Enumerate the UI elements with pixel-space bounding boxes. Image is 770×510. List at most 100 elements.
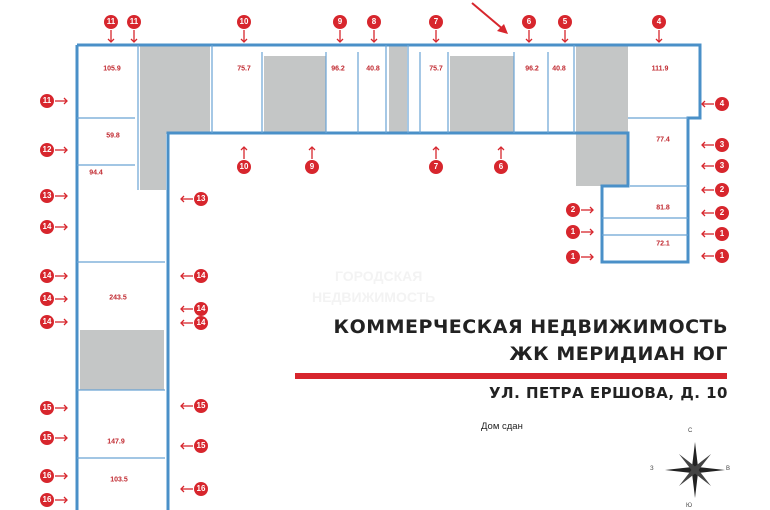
entrance-marker[interactable]: 14 — [194, 316, 208, 330]
entrance-marker[interactable]: 4 — [652, 15, 666, 29]
arrow-head-icon — [63, 146, 68, 154]
entrance-marker[interactable]: 9 — [333, 15, 347, 29]
arrow-head-icon — [525, 38, 533, 43]
compass-west: З — [650, 466, 654, 472]
arrow-head-icon — [107, 38, 115, 43]
entrance-marker[interactable]: 1 — [715, 249, 729, 263]
arrow-head-icon — [589, 253, 594, 261]
entrance-marker[interactable]: 8 — [367, 15, 381, 29]
arrow-head-icon — [180, 319, 185, 327]
arrow-head-icon — [180, 485, 185, 493]
compass-north: С — [688, 428, 693, 434]
entrance-marker[interactable]: 2 — [715, 183, 729, 197]
unit-area-label: 111.9 — [651, 65, 669, 73]
arrow-head-icon — [701, 162, 706, 170]
arrow-head-icon — [63, 318, 68, 326]
entrance-marker[interactable]: 2 — [715, 206, 729, 220]
arrow-head-icon — [589, 228, 594, 236]
unit-area-label: 77.4 — [656, 136, 670, 144]
arrow-head-icon — [63, 295, 68, 303]
entrance-marker[interactable]: 1 — [566, 225, 580, 239]
arrow-head-icon — [63, 404, 68, 412]
arrow-head-icon — [240, 146, 248, 151]
arrow-head-icon — [701, 252, 706, 260]
entrance-marker[interactable]: 14 — [40, 220, 54, 234]
status-text: Дом сдан — [481, 421, 523, 432]
entrance-marker[interactable]: 16 — [40, 493, 54, 507]
arrow-head-icon — [63, 434, 68, 442]
arrow-head-icon — [180, 442, 185, 450]
entrance-marker[interactable]: 10 — [237, 160, 251, 174]
entrance-marker[interactable]: 2 — [566, 203, 580, 217]
entrance-marker[interactable]: 4 — [715, 97, 729, 111]
unit-area-label: 243.5 — [109, 294, 127, 302]
arrow-head-icon — [180, 402, 185, 410]
entrance-marker[interactable]: 14 — [194, 269, 208, 283]
arrow-head-icon — [432, 146, 440, 151]
arrow-head-icon — [432, 38, 440, 43]
outer-walls — [75, 43, 702, 510]
entrance-marker[interactable]: 15 — [194, 399, 208, 413]
red-divider — [295, 373, 727, 379]
entrance-marker[interactable]: 7 — [429, 15, 443, 29]
entrance-marker[interactable]: 14 — [40, 315, 54, 329]
arrow-head-icon — [336, 38, 344, 43]
entrance-marker[interactable]: 14 — [40, 292, 54, 306]
arrow-head-icon — [701, 230, 706, 238]
arrow-head-icon — [130, 38, 138, 43]
entrance-marker[interactable]: 11 — [40, 94, 54, 108]
entrance-marker[interactable]: 15 — [40, 431, 54, 445]
entrance-marker[interactable]: 3 — [715, 159, 729, 173]
entrance-marker[interactable]: 13 — [40, 189, 54, 203]
entrance-marker[interactable]: 14 — [194, 302, 208, 316]
watermark-line1: ГОРОДСКАЯ — [335, 268, 423, 284]
entrance-marker[interactable]: 13 — [194, 192, 208, 206]
inner-walls — [77, 45, 688, 459]
entrance-marker[interactable]: 16 — [40, 469, 54, 483]
entrance-marker[interactable]: 6 — [522, 15, 536, 29]
arrow-head-icon — [63, 223, 68, 231]
entrance-marker[interactable]: 11 — [127, 15, 141, 29]
entrance-marker[interactable]: 15 — [194, 439, 208, 453]
entrance-marker[interactable]: 6 — [494, 160, 508, 174]
arrow-head-icon — [63, 272, 68, 280]
arrow-head-icon — [370, 38, 378, 43]
arrow-head-icon — [180, 305, 185, 313]
unit-area-label: 96.2 — [525, 65, 539, 73]
entrance-marker[interactable]: 7 — [429, 160, 443, 174]
entrance-marker[interactable]: 3 — [715, 138, 729, 152]
entrance-marker[interactable]: 5 — [558, 15, 572, 29]
entrance-marker[interactable]: 16 — [194, 482, 208, 496]
arrow-head-icon — [63, 496, 68, 504]
unit-area-label: 147.9 — [107, 438, 125, 446]
arrow-head-icon — [497, 146, 505, 151]
compass-south: Ю — [686, 503, 693, 509]
entrance-marker[interactable]: 12 — [40, 143, 54, 157]
entrance-marker[interactable]: 11 — [104, 15, 118, 29]
arrow-head-icon — [701, 100, 706, 108]
entrance-marker[interactable]: 14 — [40, 269, 54, 283]
watermark-line2: НЕДВИЖИМОСТЬ — [312, 289, 436, 305]
arrow-head-icon — [63, 192, 68, 200]
entrance-marker[interactable]: 9 — [305, 160, 319, 174]
address: УЛ. ПЕТРА ЕРШОВА, Д. 10 — [489, 384, 728, 402]
unit-area-label: 81.8 — [656, 204, 670, 212]
pointer-arrow-icon — [471, 2, 508, 34]
arrow-head-icon — [180, 272, 185, 280]
arrow-head-icon — [701, 141, 706, 149]
unit-area-label: 103.5 — [110, 476, 128, 484]
arrow-head-icon — [240, 38, 248, 43]
unit-area-label: 96.2 — [331, 65, 345, 73]
entrance-marker[interactable]: 15 — [40, 401, 54, 415]
unit-area-label: 72.1 — [656, 240, 670, 248]
arrow-head-icon — [655, 38, 663, 43]
entrance-marker[interactable]: 1 — [715, 227, 729, 241]
entrance-marker[interactable]: 1 — [566, 250, 580, 264]
unit-area-label: 105.9 — [103, 65, 121, 73]
unit-area-label: 75.7 — [237, 65, 251, 73]
arrow-head-icon — [701, 186, 706, 194]
entrance-marker[interactable]: 10 — [237, 15, 251, 29]
